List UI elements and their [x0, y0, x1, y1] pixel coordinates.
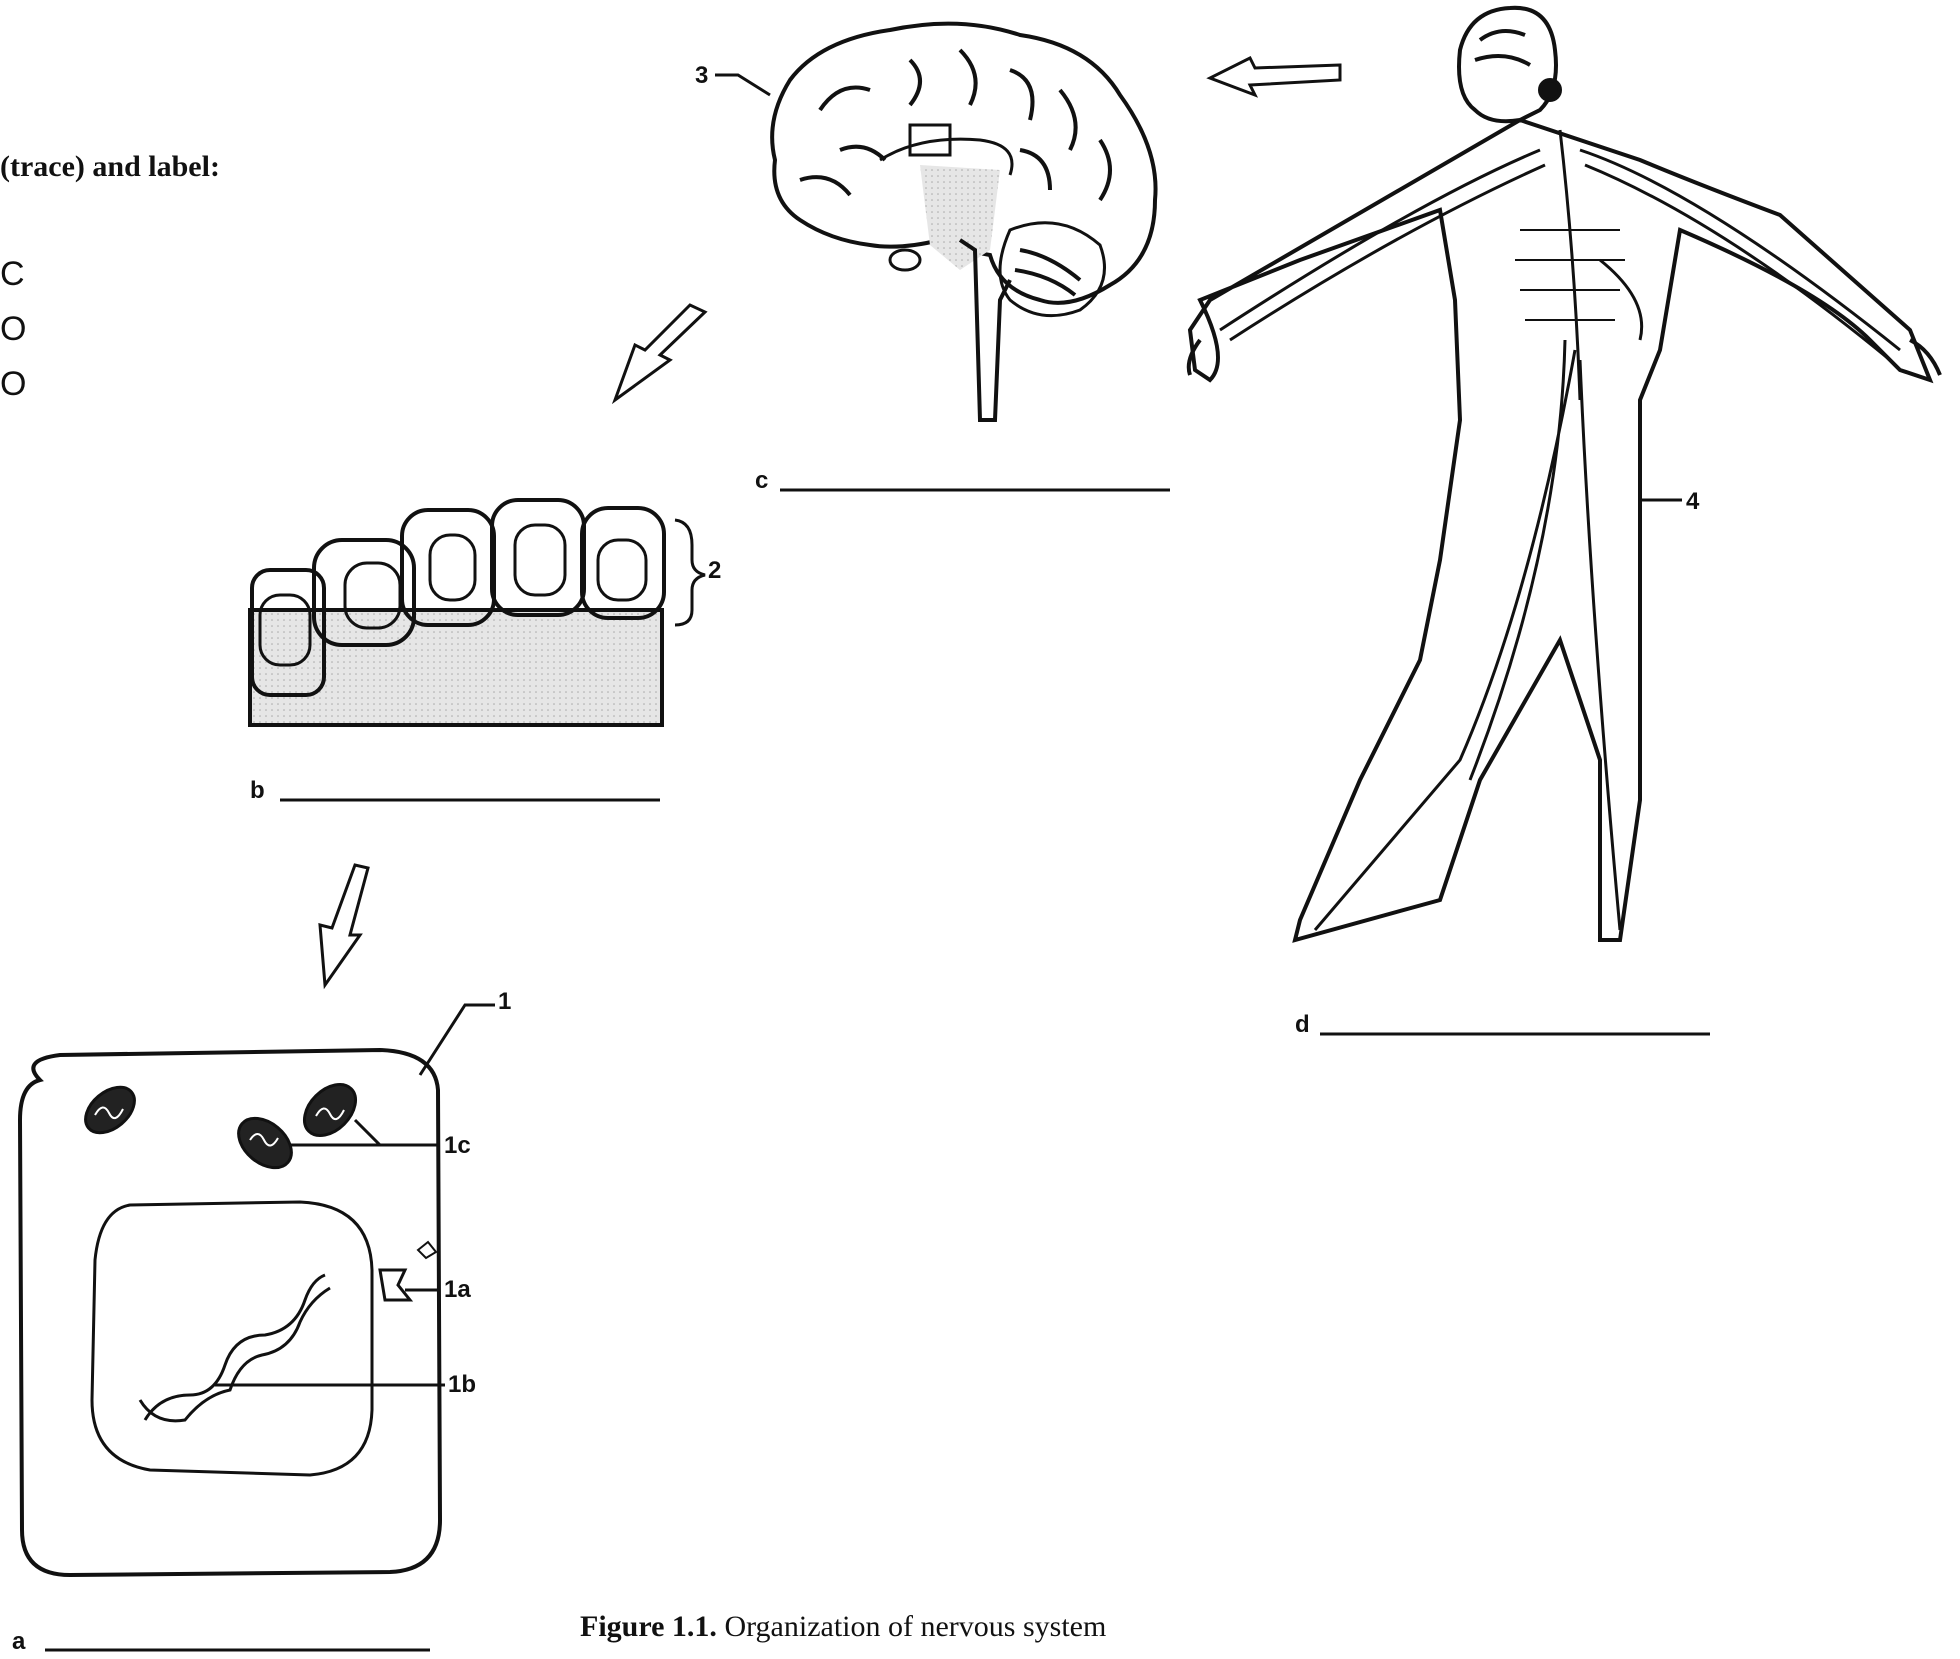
torso — [1190, 120, 1930, 940]
arrow-tissue-to-cell — [320, 865, 368, 985]
label-1b: 1b — [448, 1371, 476, 1399]
color-circle-1[interactable]: C — [0, 255, 25, 294]
blank-letter-b: b — [250, 777, 265, 805]
label-4: 4 — [1686, 488, 1699, 516]
instruction-text: (trace) and label: — [0, 150, 220, 184]
head — [1459, 8, 1556, 121]
nerves — [1220, 150, 1900, 930]
arrows — [320, 58, 1340, 985]
label-1c: 1c — [444, 1132, 471, 1160]
dna-strand — [145, 1275, 325, 1420]
color-circle-2[interactable]: O — [0, 310, 26, 349]
caption-prefix: Figure 1.1. — [580, 1610, 717, 1643]
epithelial-cell — [492, 500, 584, 615]
label-3: 3 — [695, 62, 708, 90]
label-1: 1 — [498, 988, 511, 1016]
label-2: 2 — [708, 557, 721, 585]
cell-drawing — [20, 1005, 495, 1650]
mitochondria — [77, 1075, 365, 1178]
blank-letter-a: a — [12, 1628, 25, 1656]
caption-text: Organization of nervous system — [717, 1610, 1106, 1643]
arrow-body-to-brain — [1210, 58, 1340, 95]
nucleus — [92, 1202, 372, 1475]
label-1a: 1a — [444, 1276, 471, 1304]
brain-stem — [960, 240, 1010, 420]
body-drawing — [1189, 8, 1940, 1034]
blank-letter-d: d — [1295, 1011, 1310, 1039]
figure-caption: Figure 1.1. Organization of nervous syst… — [580, 1610, 1106, 1644]
arrow-brain-to-tissue — [615, 305, 705, 400]
brain-drawing — [715, 24, 1170, 490]
color-circle-3[interactable]: O — [0, 365, 26, 404]
tissue-drawing — [250, 500, 705, 800]
blank-letter-c: c — [755, 467, 768, 495]
protein-shape — [380, 1270, 410, 1300]
